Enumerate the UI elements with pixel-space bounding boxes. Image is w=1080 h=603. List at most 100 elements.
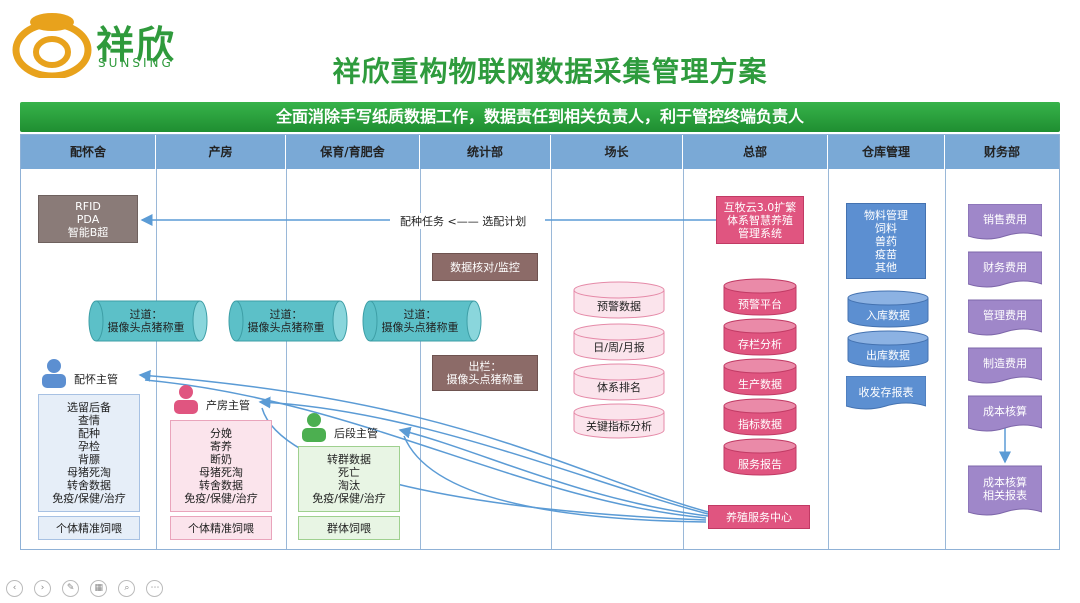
- aisle-cylinder-3: [362, 300, 482, 342]
- task-item: 淘汰: [338, 479, 360, 492]
- inventory-report: 收发存报表: [858, 386, 914, 399]
- col-header-nursery: 保育/育肥舍: [286, 135, 420, 169]
- rfid-device-box: RFID PDA 智能B超: [38, 195, 138, 243]
- materials-box: 物料管理 饲料 兽药 疫苗 其他: [846, 203, 926, 279]
- breeding-supervisor-title: 配怀主管: [74, 373, 118, 386]
- hq-system-box: 互牧云3.0扩繁 体系智慧养殖 管理系统: [716, 196, 804, 244]
- task-item: 分娩: [210, 427, 232, 440]
- col-header-hq: 总部: [683, 135, 828, 169]
- aisle-title: 过道：: [403, 308, 437, 321]
- task-item: 母猪死淘: [67, 466, 111, 479]
- data-check-box: 数据核对/监控: [432, 253, 538, 281]
- outpen-box: 出栏： 摄像头点猪称重: [432, 355, 538, 391]
- finance-fin: 财务费用: [983, 261, 1027, 274]
- arrow-from-nursery: [403, 435, 707, 523]
- more-icon[interactable]: ⋯: [146, 580, 164, 597]
- farrowing-feeding: 个体精准饲喂: [170, 516, 272, 540]
- manager-kpi: 关键指标分析: [586, 420, 652, 433]
- person-icon: [42, 359, 66, 388]
- page-title: 祥欣重构物联网数据采集管理方案: [332, 55, 768, 88]
- task-item: 孕检: [78, 440, 100, 453]
- hq-warning-platform: 预警平台: [738, 298, 782, 311]
- hq-cylinders: [723, 278, 797, 476]
- divider: [945, 169, 946, 549]
- aisle-text: 摄像头点猪称重: [107, 321, 185, 334]
- inventory-report-doc: [846, 376, 926, 410]
- finance-final-line: 成本核算: [983, 476, 1027, 489]
- nursery-supervisor-title: 后段主管: [334, 427, 378, 440]
- material-item: 兽药: [875, 234, 897, 248]
- arrow-to-breeding: [138, 369, 709, 513]
- next-icon[interactable]: ›: [34, 580, 52, 597]
- finance-final: 成本核算 相关报表: [968, 476, 1042, 502]
- task-item: 免疫/保健/治疗: [184, 492, 258, 505]
- logo-name: 祥欣: [96, 23, 177, 67]
- hq-production-data: 生产数据: [738, 378, 782, 391]
- manager-reports: 日/周/月报: [593, 341, 645, 354]
- outpen-title: 出栏：: [468, 360, 502, 373]
- aisle-label-1: 过道：摄像头点猪称重: [90, 308, 202, 334]
- material-item: 其他: [875, 260, 897, 274]
- service-center-box: 养殖服务中心: [708, 505, 810, 529]
- farrowing-supervisor-title: 产房主管: [206, 399, 250, 412]
- breeding-feeding: 个体精准饲喂: [38, 516, 140, 540]
- col-header-breeding: 配怀舍: [21, 135, 156, 169]
- task-item: 断奶: [210, 453, 232, 466]
- col-header-warehouse: 仓库管理: [828, 135, 945, 169]
- material-item: 饲料: [875, 221, 897, 235]
- rfid-line: RFID: [75, 199, 101, 213]
- banner: 全面消除手写纸质数据工作，数据责任到相关负责人，利于管控终端负责人: [20, 102, 1060, 132]
- task-item: 寄养: [210, 440, 232, 453]
- task-item: 背膘: [78, 453, 100, 466]
- finance-cost: 成本核算: [983, 405, 1027, 418]
- task-item: 配种: [78, 427, 100, 440]
- material-item: 物料管理: [864, 208, 908, 222]
- col-header-manager: 场长: [551, 135, 683, 169]
- col-header-farrowing: 产房: [156, 135, 286, 169]
- task-item: 查情: [78, 414, 100, 427]
- manager-cylinders: [573, 281, 665, 439]
- aisle-text: 摄像头点猪称重: [381, 321, 459, 334]
- zoom-icon[interactable]: ⌕: [118, 580, 136, 597]
- task-item: 免疫/保健/治疗: [52, 492, 126, 505]
- aisle-cylinder-1: [88, 300, 208, 342]
- col-header-finance: 财务部: [945, 135, 1059, 169]
- logo-icon: [12, 13, 92, 78]
- finance-docs: [968, 204, 1042, 516]
- warehouse-cylinders: [847, 290, 929, 368]
- col-header-stats: 统计部: [420, 135, 551, 169]
- aisle-label-2: 过道：摄像头点猪称重: [230, 308, 342, 334]
- hq-index-data: 指标数据: [738, 418, 782, 431]
- nursery-task-list: 转群数据 死亡 淘汰 免疫/保健/治疗: [298, 446, 400, 512]
- breeding-task-list: 选留后备 查情 配种 孕检 背膘 母猪死淘 转舍数据 免疫/保健/治疗: [38, 394, 140, 512]
- aisle-title: 过道：: [269, 308, 303, 321]
- farrowing-task-list: 分娩 寄养 断奶 母猪死淘 转舍数据 免疫/保健/治疗: [170, 420, 272, 512]
- aisle-title: 过道：: [129, 308, 163, 321]
- pen-icon[interactable]: ✎: [62, 580, 80, 597]
- logo-sub: SUNSING: [98, 56, 174, 70]
- aisle-label-3: 过道：摄像头点猪称重: [364, 308, 476, 334]
- task-item: 转舍数据: [199, 479, 243, 492]
- slide-nav: ‹ › ✎ ▦ ⌕ ⋯: [6, 575, 169, 597]
- inbound-data: 入库数据: [866, 309, 910, 322]
- task-item: 转舍数据: [67, 479, 111, 492]
- divider: [828, 169, 829, 549]
- task-item: 母猪死淘: [199, 466, 243, 479]
- material-item: 疫苗: [875, 247, 897, 261]
- prev-icon[interactable]: ‹: [6, 580, 23, 597]
- hq-stock-analysis: 存栏分析: [738, 338, 782, 351]
- finance-mfg: 制造费用: [983, 357, 1027, 370]
- arrow-to-nursery: [398, 426, 709, 517]
- hq-system-line: 管理系统: [738, 226, 782, 240]
- task-item: 转群数据: [327, 453, 371, 466]
- hq-service-report: 服务报告: [738, 458, 782, 471]
- finance-mgmt: 管理费用: [983, 309, 1027, 322]
- divider: [156, 169, 157, 549]
- aisle-text: 摄像头点猪称重: [247, 321, 325, 334]
- nursery-feeding: 群体饲喂: [298, 516, 400, 540]
- bscan-line: 智能B超: [67, 225, 109, 239]
- grid-icon[interactable]: ▦: [90, 580, 108, 597]
- task-item: 免疫/保健/治疗: [312, 492, 386, 505]
- manager-warning: 预警数据: [597, 300, 641, 313]
- divider: [286, 169, 287, 549]
